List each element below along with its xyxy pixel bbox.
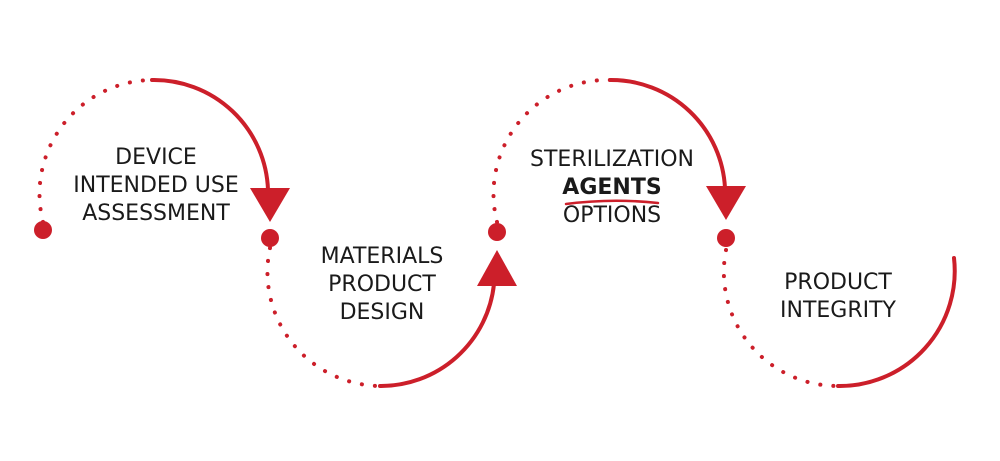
- arc-4-dotted: [721, 248, 840, 389]
- emphasis-underline: [564, 199, 660, 206]
- stage-3-label-line: OPTIONS: [563, 203, 661, 228]
- node-dot: [261, 229, 279, 247]
- arc-3-dotted: [491, 77, 613, 224]
- arc-4-solid: [836, 256, 957, 389]
- stage-1-label-line: ASSESSMENT: [82, 201, 230, 226]
- stage-4-label-line: INTEGRITY: [780, 298, 897, 323]
- stage-2-label-line: MATERIALS: [321, 244, 444, 269]
- arc-1-solid: [150, 77, 270, 192]
- stage-1-label-line: INTENDED USE: [73, 173, 238, 198]
- arrow-down-icon: [250, 188, 290, 222]
- node-dot: [488, 223, 506, 241]
- arc-3-solid: [609, 77, 727, 190]
- arrow-up-icon: [477, 250, 517, 286]
- node-dot: [34, 221, 52, 239]
- stage-1-label-line: DEVICE: [115, 145, 197, 170]
- arc-2-solid: [378, 282, 496, 389]
- stage-2-label-line: PRODUCT: [328, 272, 436, 297]
- stage-3-label-line-emphasis: AGENTS: [562, 175, 661, 200]
- arc-1-dotted: [37, 78, 154, 224]
- node-dot: [717, 229, 735, 247]
- stage-2-label-line: DESIGN: [340, 300, 425, 325]
- arrow-down-icon: [706, 186, 746, 220]
- arc-2-dotted: [265, 246, 382, 388]
- stage-3-label-line: STERILIZATION: [530, 147, 694, 172]
- stage-4-label-line: PRODUCT: [784, 270, 892, 295]
